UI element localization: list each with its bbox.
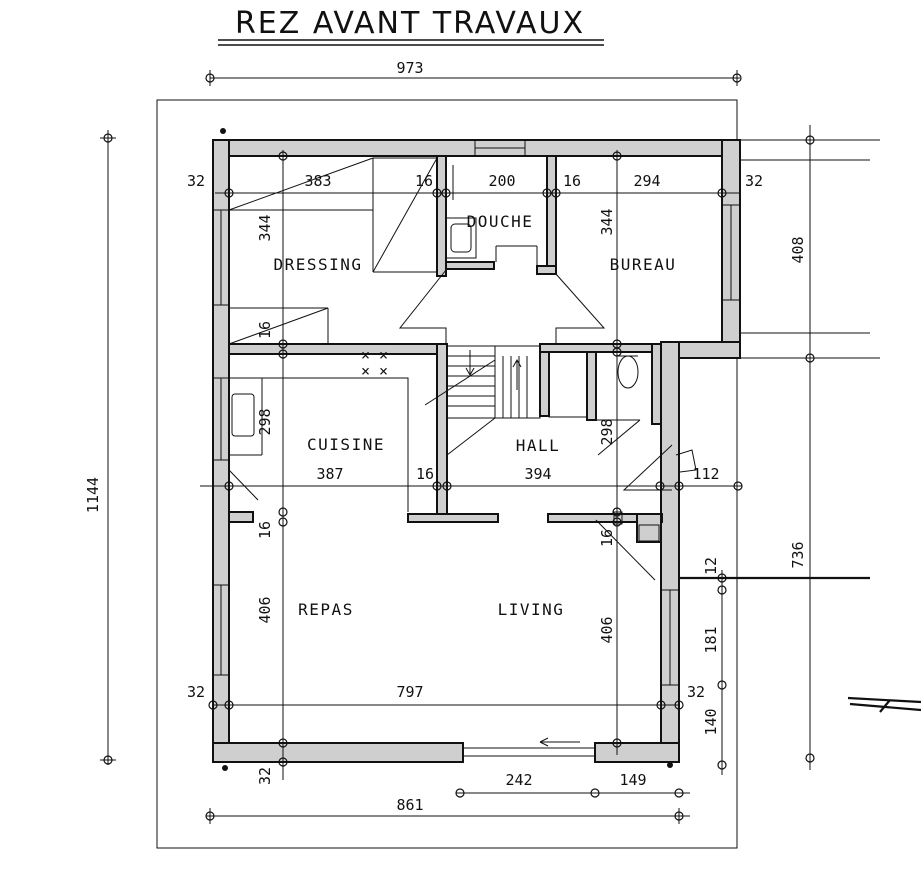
dim-dressing-width: 383 (304, 172, 331, 190)
svg-text:× ×: × × (361, 346, 388, 364)
dim-wall-top-left: 32 (187, 172, 205, 190)
dim-hall-width: 394 (524, 465, 551, 483)
wall-hall-bottom-left (407, 513, 499, 523)
dim-lower-right-height: 736 (789, 541, 807, 568)
room-label-repas: REPAS (298, 600, 354, 619)
dim-window-bottom: 242 (505, 771, 532, 789)
wall-wc-right (651, 343, 662, 425)
wall-douche-bottom-right (536, 265, 557, 275)
room-label-cuisine: CUISINE (307, 435, 385, 454)
wall-cuisine-repas (228, 511, 254, 523)
wall-wc-mid (586, 351, 597, 421)
dim-dressing-lower-wall: 16 (256, 321, 274, 339)
section-mark (847, 696, 921, 713)
dim-upper-right-height: 408 (789, 236, 807, 263)
landing-outline (398, 269, 447, 344)
dim-pier-bottom: 149 (619, 771, 646, 789)
dim-repas-depth: 406 (256, 596, 274, 623)
wall-bureau-bottom (675, 341, 741, 359)
wall-wc-left (539, 343, 550, 417)
kitchen-counter (229, 377, 409, 512)
staircase (424, 345, 541, 456)
svg-text:× ×: × × (361, 362, 388, 380)
room-label-bureau: BUREAU (610, 255, 677, 274)
dim-wall-bottom-right: 32 (687, 683, 705, 701)
dim-repas-living-width: 797 (396, 683, 423, 701)
slide-arrow-icon (539, 737, 580, 747)
walls (212, 139, 741, 763)
plan-title: REZ AVANT TRAVAUX (235, 6, 585, 41)
dim-douche-width: 200 (488, 172, 515, 190)
dim-dressing-depth: 344 (256, 214, 274, 241)
dim-wall-dressing-douche: 16 (415, 172, 433, 190)
room-label-hall: HALL (516, 436, 561, 455)
wall-dressing-douche (436, 155, 447, 277)
wall-bottom-right (594, 742, 680, 763)
wall-cuisine-hall (436, 343, 448, 523)
dim-wall-cuisine-repas: 16 (256, 521, 274, 539)
dim-wall-top-right: 32 (745, 172, 763, 190)
sheet-frame (156, 99, 738, 849)
dim-overall-height: 1144 (84, 477, 102, 513)
wall-dressing-cuisine (228, 343, 446, 355)
dim-bottom-width: 861 (396, 796, 423, 814)
dim-right-140: 140 (702, 708, 720, 735)
dim-entry-offset: 112 (692, 465, 719, 483)
wall-douche-bottom-left (445, 261, 495, 270)
dim-right-step-12: 12 (702, 557, 720, 575)
dim-wall-bottom: 32 (256, 767, 274, 785)
dim-cuisine-depth: 298 (256, 408, 274, 435)
shower-tray (445, 217, 477, 259)
wall-wc-top (539, 343, 661, 353)
boiler-icon (638, 524, 660, 542)
room-label-dressing: DRESSING (273, 255, 362, 274)
dim-wall-douche-bureau: 16 (563, 172, 581, 190)
wall-douche-bureau (546, 155, 557, 275)
toilet-icon (617, 355, 639, 389)
wall-entry-stub (636, 513, 662, 543)
dim-right-181: 181 (702, 626, 720, 653)
dim-wall-hall-living: 16 (598, 529, 616, 547)
dim-overall-width: 973 (396, 59, 423, 77)
entry-arrow-icon (675, 449, 697, 473)
dim-living-depth: 406 (598, 616, 616, 643)
dim-bureau-depth: 344 (598, 208, 616, 235)
room-label-douche: DOUCHE (467, 212, 534, 231)
sink-icon (231, 393, 255, 437)
wall-right-lower (660, 341, 680, 763)
dim-hall-depth: 298 (598, 418, 616, 445)
dim-wall-cuisine-hall: 16 (416, 465, 434, 483)
dim-wall-bottom-left: 32 (187, 683, 205, 701)
dim-cuisine-width: 387 (316, 465, 343, 483)
dim-bureau-width: 294 (633, 172, 660, 190)
wall-bottom-left (212, 742, 464, 763)
room-label-living: LIVING (498, 600, 565, 619)
